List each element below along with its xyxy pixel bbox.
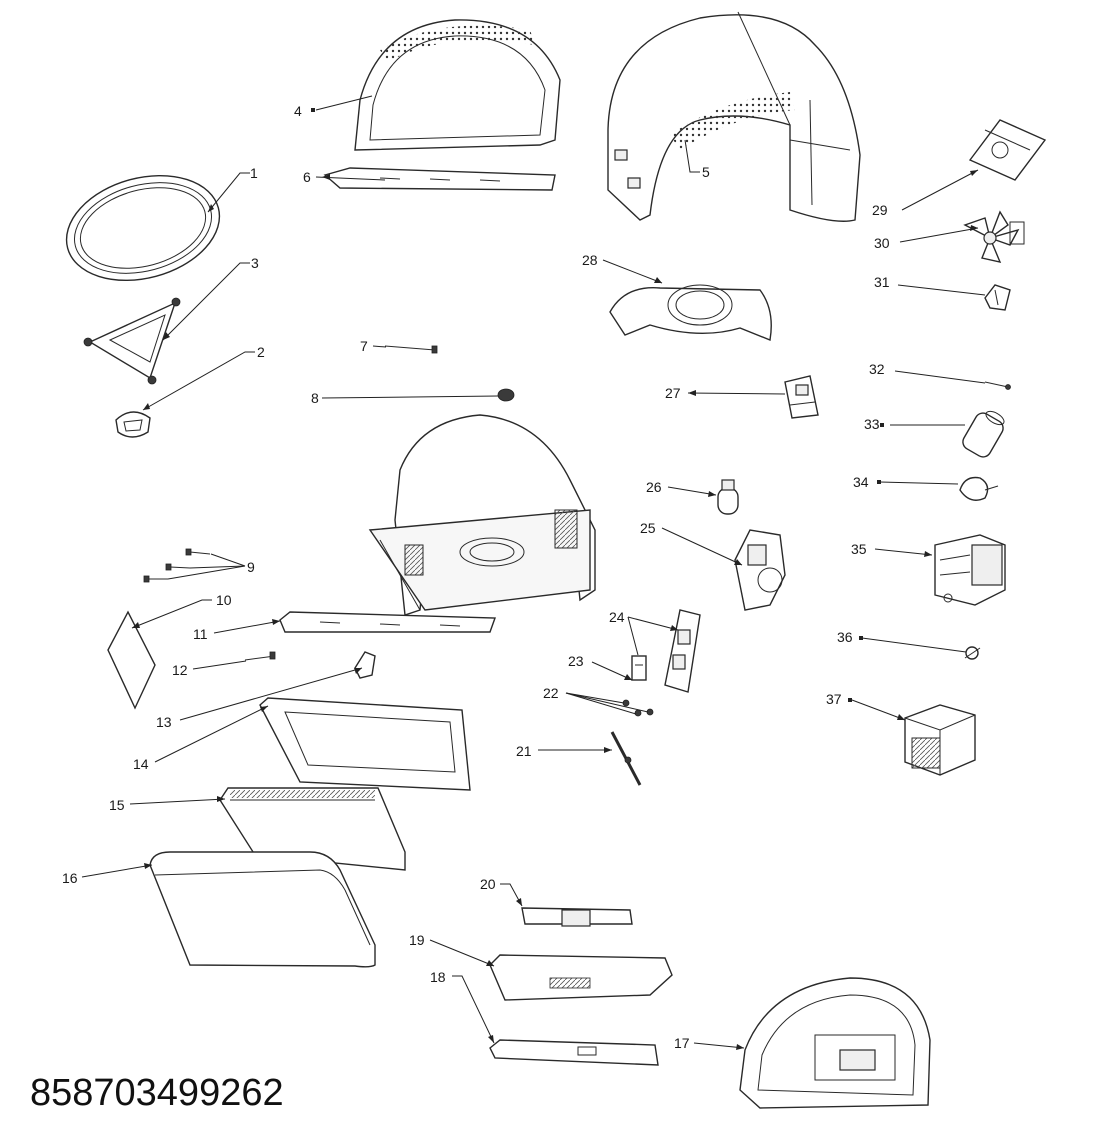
part-small-screw xyxy=(984,381,1011,390)
callout-25: 25 xyxy=(640,520,656,536)
callout-6: 6 xyxy=(303,169,311,185)
part-bracket-plate xyxy=(323,167,556,191)
callout-32: 32 xyxy=(869,361,885,377)
callout-22: 22 xyxy=(543,685,559,701)
part-clip xyxy=(984,284,1011,311)
part-coupler xyxy=(115,411,151,438)
callout-15: 15 xyxy=(109,797,125,813)
part-thermal-cutout xyxy=(497,388,515,402)
part-door-frame xyxy=(219,787,406,871)
callout-labels: 1 2 3 4 5 6 7 8 9 10 11 12 13 14 15 16 1… xyxy=(62,103,890,1051)
callout-21: 21 xyxy=(516,743,532,759)
callout-27: 27 xyxy=(665,385,681,401)
part-switch-assembly xyxy=(784,375,819,419)
callout-29: 29 xyxy=(872,202,888,218)
part-diode xyxy=(959,476,999,501)
part-switch xyxy=(631,655,647,681)
part-fitting xyxy=(964,646,981,660)
part-motor-bracket xyxy=(734,529,786,611)
label-markers xyxy=(311,108,884,702)
callout-20: 20 xyxy=(480,876,496,892)
callout-3: 3 xyxy=(251,255,259,271)
callout-8: 8 xyxy=(311,390,319,406)
callout-2: 2 xyxy=(257,344,265,360)
callout-16: 16 xyxy=(62,870,78,886)
callout-36: 36 xyxy=(837,629,853,645)
callout-24: 24 xyxy=(609,609,625,625)
part-screws xyxy=(143,548,211,583)
part-base-front xyxy=(489,954,673,1001)
part-capacitor xyxy=(962,410,1005,458)
part-roller-support xyxy=(83,297,181,385)
part-front-arch-panel xyxy=(354,19,561,151)
part-outer-cabinet xyxy=(607,11,861,222)
callout-23: 23 xyxy=(568,653,584,669)
part-screws-22 xyxy=(622,699,654,717)
part-strip-plate xyxy=(489,1039,659,1066)
part-oven-cavity xyxy=(368,414,596,616)
callout-30: 30 xyxy=(874,235,890,251)
callout-13: 13 xyxy=(156,714,172,730)
callout-28: 28 xyxy=(582,252,598,268)
part-outer-door xyxy=(149,851,376,968)
part-lamp xyxy=(717,479,739,515)
callout-35: 35 xyxy=(851,541,867,557)
callout-33: 33 xyxy=(864,416,880,432)
part-inner-door xyxy=(259,697,471,791)
callout-31: 31 xyxy=(874,274,890,290)
part-code: 858703499262 xyxy=(30,1072,284,1114)
callout-5: 5 xyxy=(702,164,710,180)
part-probe xyxy=(610,731,642,786)
part-cover-plate xyxy=(107,610,156,710)
callout-19: 19 xyxy=(409,932,425,948)
callout-18: 18 xyxy=(430,969,446,985)
part-fan-blade xyxy=(963,210,1025,263)
leader-lines xyxy=(81,95,986,1050)
part-magnetron xyxy=(934,534,1006,606)
part-control-plate xyxy=(521,907,633,927)
callout-1: 1 xyxy=(250,165,258,181)
part-latch xyxy=(354,651,376,679)
callout-12: 12 xyxy=(172,662,188,678)
callout-7: 7 xyxy=(360,338,368,354)
part-seal-ring xyxy=(65,174,221,282)
part-fan-bracket xyxy=(609,284,772,341)
callout-14: 14 xyxy=(133,756,149,772)
callout-26: 26 xyxy=(646,479,662,495)
part-transformer xyxy=(904,704,976,776)
callout-11: 11 xyxy=(193,626,208,642)
callout-10: 10 xyxy=(216,592,232,608)
callout-17: 17 xyxy=(674,1035,690,1051)
part-base-arch xyxy=(739,977,931,1109)
part-screw-12 xyxy=(244,651,276,661)
callout-37: 37 xyxy=(826,691,842,707)
part-small-board xyxy=(968,119,1047,181)
part-screw xyxy=(384,345,438,354)
part-interlock-board xyxy=(664,609,701,693)
callout-9: 9 xyxy=(247,559,255,575)
callout-4: 4 xyxy=(294,103,302,119)
callout-34: 34 xyxy=(853,474,869,490)
part-rail-bar xyxy=(279,611,496,633)
